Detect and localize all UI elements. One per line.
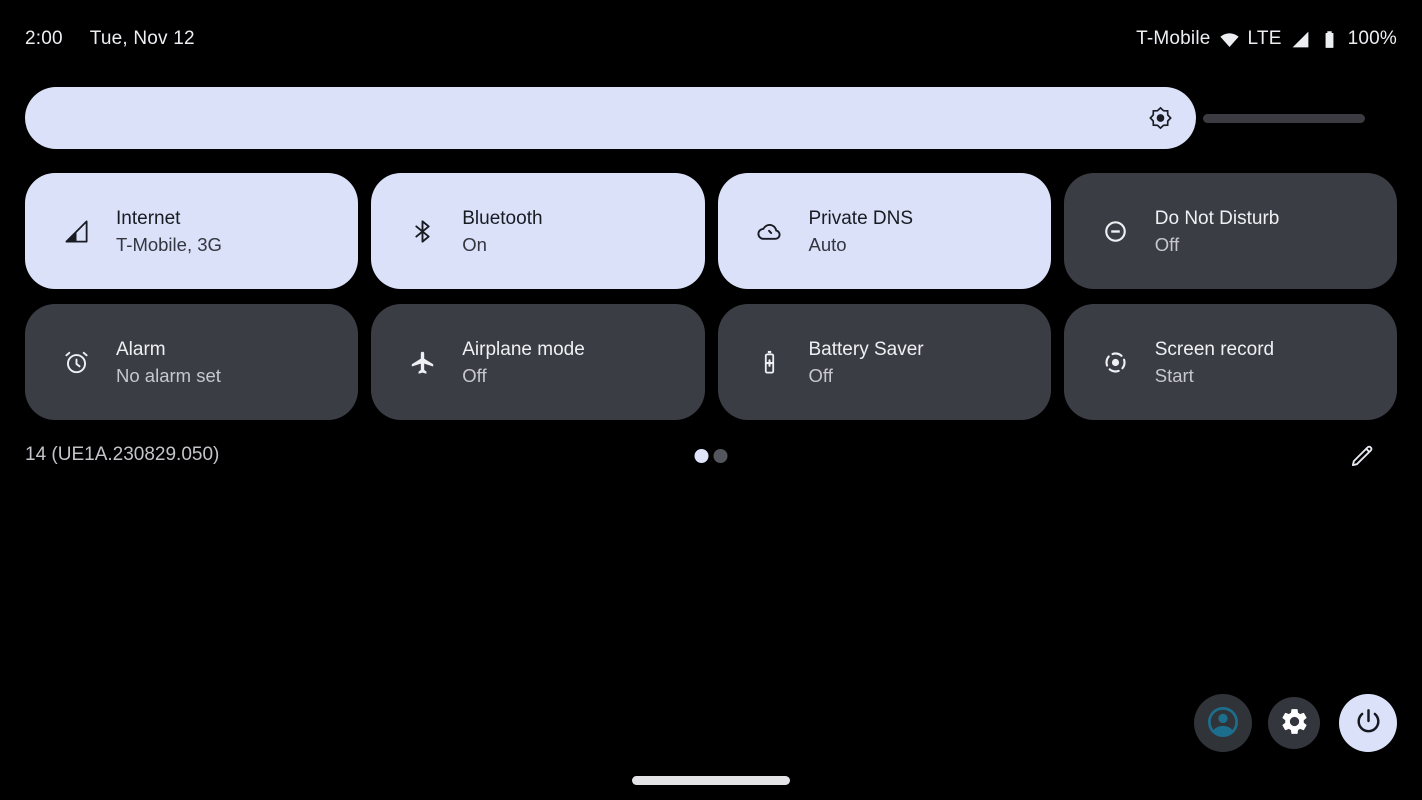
battery-percent-label: 100% (1347, 28, 1397, 49)
tile-text: Internet T-Mobile, 3G (116, 205, 222, 258)
power-icon (1353, 706, 1384, 740)
cloud-icon (756, 218, 783, 245)
tile-private-dns[interactable]: Private DNS Auto (717, 173, 1051, 289)
tile-title: Internet (116, 207, 181, 229)
user-avatar-button[interactable] (1194, 694, 1252, 752)
do-not-disturb-icon (1102, 218, 1129, 245)
chevron-right-icon (1354, 351, 1377, 374)
tile-subtitle: Off (808, 364, 833, 386)
tile-title: Bluetooth (462, 207, 543, 229)
battery-saver-icon (756, 349, 783, 376)
tile-subtitle: T-Mobile, 3G (116, 233, 222, 255)
tile-text: Private DNS Auto (809, 205, 914, 258)
clock: 2:00 (25, 28, 63, 49)
tile-airplane-mode[interactable]: Airplane mode Off (371, 304, 705, 420)
status-bar-left: 2:00 Tue, Nov 12 (25, 28, 195, 50)
tile-title: Battery Saver (808, 338, 924, 360)
tile-screen-record[interactable]: Screen record Start (1063, 304, 1397, 420)
settings-button[interactable] (1268, 697, 1320, 749)
tile-do-not-disturb[interactable]: Do Not Disturb Off (1063, 173, 1397, 289)
tile-text: Airplane mode Off (462, 336, 585, 389)
screen-record-icon (1102, 349, 1129, 376)
tile-subtitle: Start (1154, 364, 1194, 386)
brightness-slider[interactable] (25, 87, 1196, 149)
edit-tiles-button[interactable] (1346, 440, 1378, 472)
carrier-label: T-Mobile (1136, 28, 1211, 49)
home-gesture-pill[interactable] (632, 776, 790, 785)
tile-subtitle: Off (462, 364, 487, 386)
bluetooth-icon (409, 218, 436, 245)
status-bar: 2:00 Tue, Nov 12 T-Mobile LTE 100% (0, 0, 1422, 62)
quick-settings-grid: Internet T-Mobile, 3G Bluetooth On Priva… (25, 173, 1397, 420)
page-indicator (694, 449, 728, 463)
page-dot-1 (694, 449, 709, 463)
brightness-icon (1147, 105, 1174, 132)
tile-internet[interactable]: Internet T-Mobile, 3G (25, 173, 359, 289)
tile-text: Alarm No alarm set (116, 336, 221, 389)
tile-bluetooth[interactable]: Bluetooth On (371, 173, 705, 289)
tile-text: Battery Saver Off (809, 336, 924, 389)
tile-title: Screen record (1154, 338, 1275, 360)
tile-text: Screen record Start (1155, 336, 1274, 389)
person-circle-icon (1205, 704, 1241, 743)
tile-title: Airplane mode (462, 338, 585, 360)
wifi-icon (1219, 29, 1240, 50)
battery-full-icon (1319, 29, 1340, 50)
power-button[interactable] (1339, 694, 1397, 752)
build-number: 14 (UE1A.230829.050) (25, 444, 220, 465)
tile-subtitle: No alarm set (116, 364, 221, 386)
cellular-signal-icon (63, 218, 90, 245)
pencil-icon (1348, 442, 1376, 470)
date: Tue, Nov 12 (89, 28, 195, 49)
page-dot-2 (713, 449, 728, 463)
tile-subtitle: Auto (808, 233, 847, 255)
status-bar-right: T-Mobile LTE 100% (1136, 28, 1397, 50)
tile-text: Do Not Disturb Off (1155, 205, 1280, 258)
tile-text: Bluetooth On (462, 205, 542, 258)
airplane-icon (409, 349, 436, 376)
tile-title: Alarm (116, 338, 166, 360)
tile-subtitle: Off (1154, 233, 1180, 255)
chevron-right-icon (315, 351, 338, 374)
brightness-slider-track[interactable] (1203, 114, 1365, 123)
tile-title: Private DNS (808, 207, 914, 229)
alarm-clock-icon (63, 349, 90, 376)
tile-subtitle: On (462, 233, 487, 255)
tile-title: Do Not Disturb (1154, 207, 1280, 229)
tile-battery-saver[interactable]: Battery Saver Off (717, 304, 1051, 420)
tile-alarm[interactable]: Alarm No alarm set (25, 304, 359, 420)
cellular-signal-icon (1290, 29, 1311, 50)
gear-icon (1279, 706, 1310, 740)
chevron-right-icon (315, 220, 338, 243)
network-type-label: LTE (1247, 28, 1282, 49)
